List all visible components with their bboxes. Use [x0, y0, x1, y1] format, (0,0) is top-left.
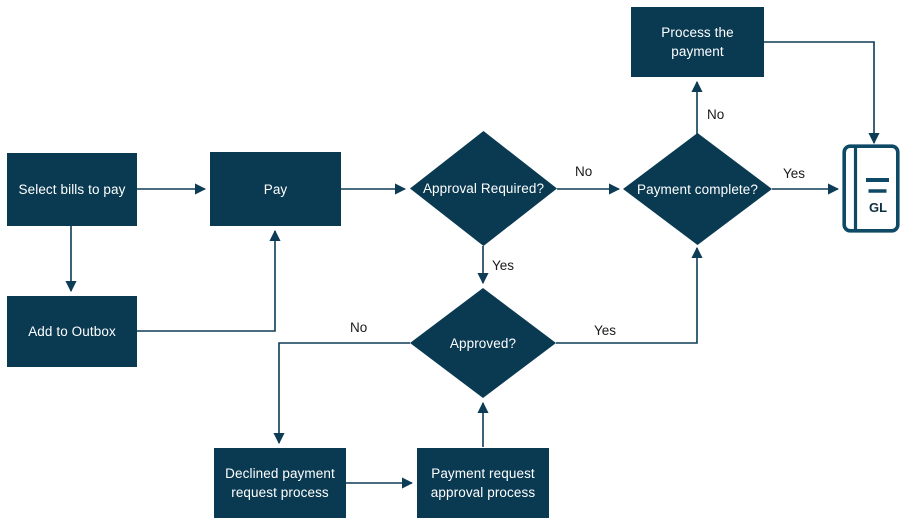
edge-label-approval-required-no: No: [575, 164, 593, 179]
node-label: Payment request approval process: [430, 466, 536, 500]
edge-label-payment-complete-no: No: [707, 107, 725, 122]
node-select-bills-to-pay[interactable]: Select bills to pay: [7, 153, 137, 226]
node-approved[interactable]: Approved?: [410, 288, 556, 398]
node-declined-payment-request-process[interactable]: Declined payment request process: [214, 448, 346, 518]
edge-outbox-to-pay: [137, 229, 281, 332]
node-general-ledger[interactable]: GL: [842, 144, 900, 233]
edge-label-approved-no: No: [350, 320, 368, 335]
edge-approved-no: [273, 342, 410, 445]
gl-icon-label: GL: [868, 200, 888, 215]
node-label: Add to Outbox: [28, 324, 116, 339]
edge-label-approved-yes: Yes: [594, 323, 617, 338]
node-label: Pay: [263, 181, 288, 197]
edge-process-payment-to-gl: [764, 41, 880, 145]
node-label: Process the payment: [661, 25, 734, 59]
node-add-to-outbox[interactable]: Add to Outbox: [7, 296, 137, 367]
node-label: Approval Required?: [422, 181, 545, 196]
node-label: Declined payment request process: [225, 466, 335, 500]
node-label: Select bills to pay: [18, 182, 126, 197]
node-label: Approved?: [449, 335, 517, 351]
book-icon: [842, 144, 900, 233]
node-payment-request-approval-process[interactable]: Payment request approval process: [417, 448, 549, 518]
node-approval-required[interactable]: Approval Required?: [410, 131, 557, 246]
node-payment-complete[interactable]: Payment complete?: [623, 133, 772, 245]
edge-label-payment-complete-yes: Yes: [783, 166, 806, 181]
edge-label-approval-required-yes: Yes: [492, 258, 515, 273]
node-label: Payment complete?: [636, 181, 758, 197]
node-process-the-payment[interactable]: Process the payment: [631, 7, 764, 77]
edge-approved-yes: [556, 246, 703, 344]
node-pay[interactable]: Pay: [210, 152, 341, 226]
